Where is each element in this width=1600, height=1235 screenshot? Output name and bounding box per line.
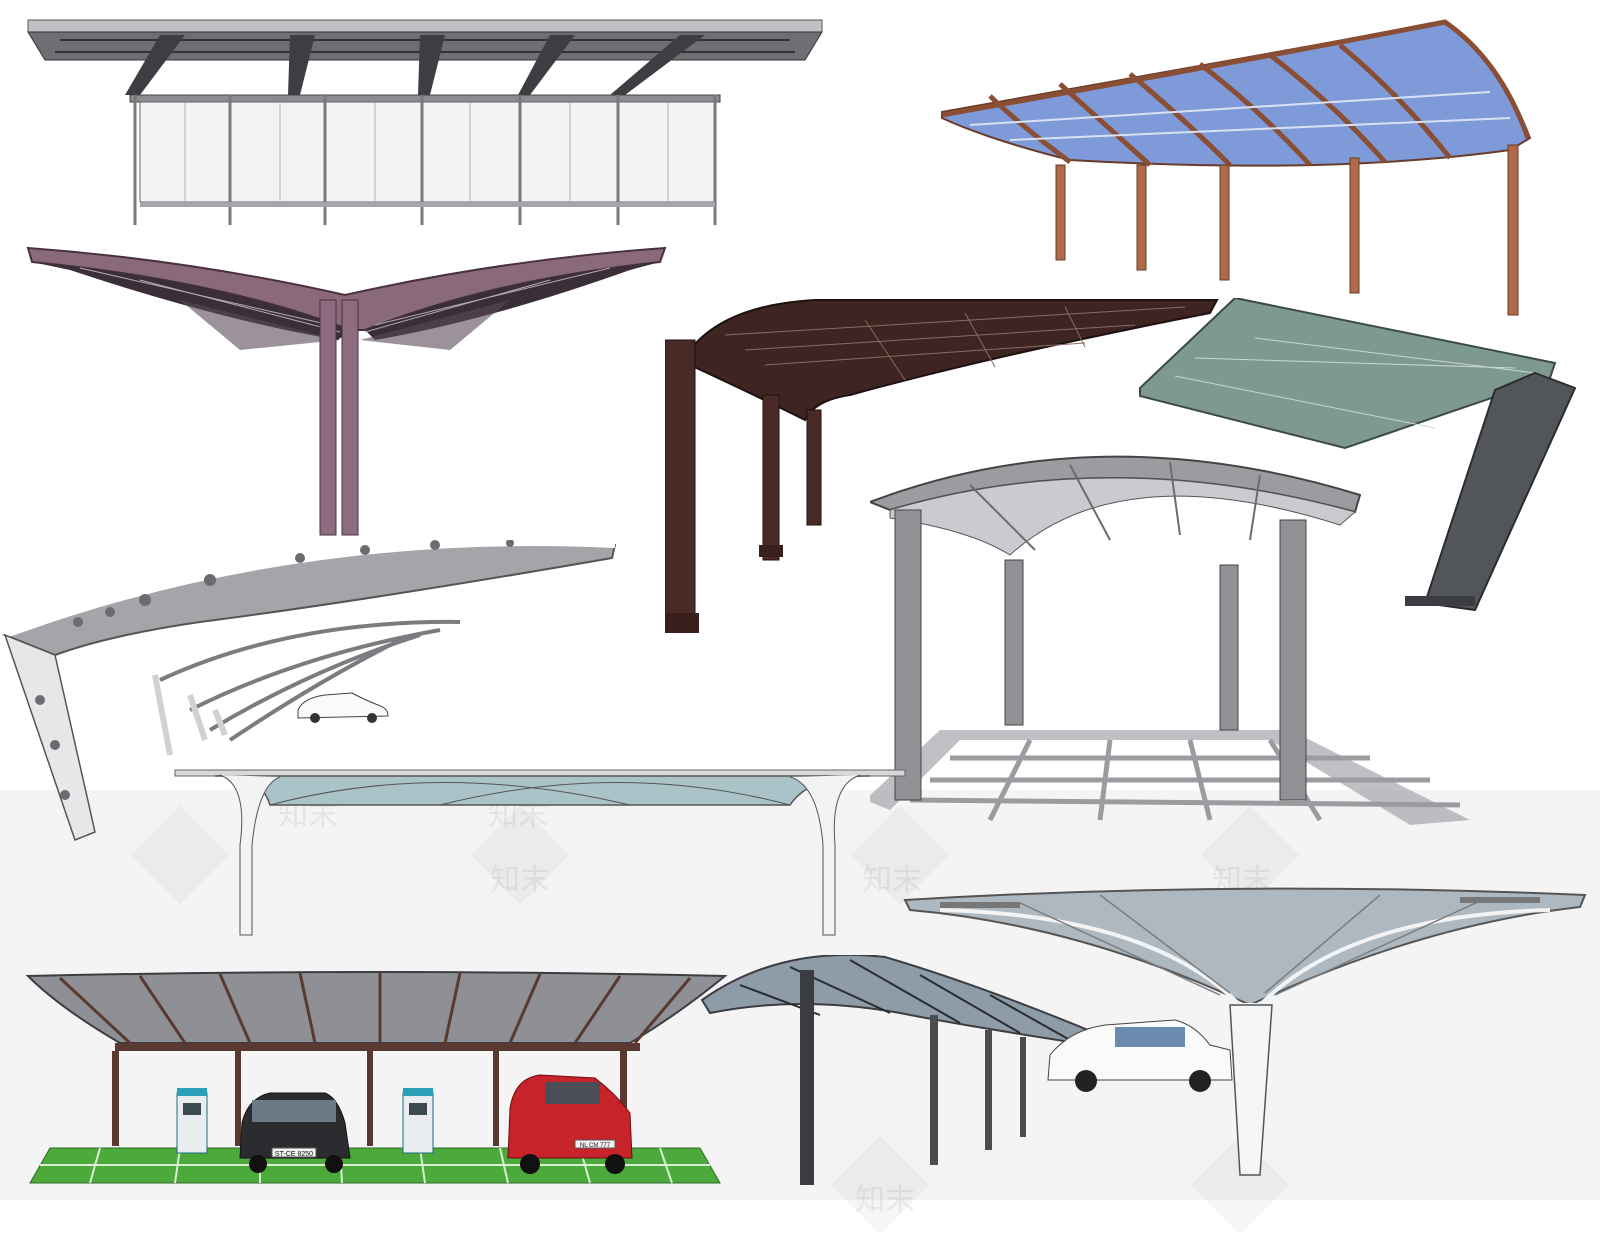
ev-charger <box>402 1088 434 1154</box>
canopy-flat-roof-glass-wall <box>27 19 823 225</box>
carport-ev-charging-turf: ST-CE 8250 NL CM 777 <box>25 971 728 1184</box>
canopy-dark-steel-cantilever <box>700 955 1102 1185</box>
red-suv: NL CM 777 <box>507 1074 633 1174</box>
black-sedan: ST-CE 8250 <box>239 1092 351 1173</box>
canopy-arched-grey-posts <box>870 455 1470 825</box>
canopy-butterfly-purple <box>26 246 667 536</box>
canopy-collage: 知末 知末 知末 知末 知末 知末 <box>0 19 1600 1218</box>
canopy-curved-blue-glass <box>941 19 1532 316</box>
canopy-cantilever-green <box>1139 298 1577 612</box>
ev-charger <box>176 1088 208 1154</box>
canopy-tree-column-white <box>903 887 1587 1176</box>
canopy-long-glass-curved-posts <box>174 769 906 936</box>
white-hatchback <box>1047 1019 1233 1092</box>
canopy-arched-brown-columns <box>665 299 1219 633</box>
small-white-car <box>297 692 389 723</box>
plate-black-sedan: ST-CE 8250 <box>275 1151 313 1158</box>
plate-red-suv: NL CM 777 <box>580 1143 611 1149</box>
canopy-membrane-white <box>2 540 617 841</box>
